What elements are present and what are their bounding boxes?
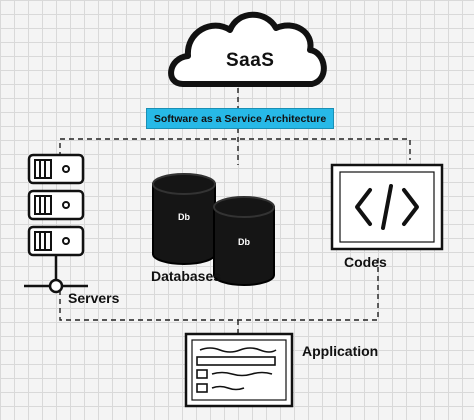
database-icon: [152, 173, 216, 265]
database-icon: [213, 196, 275, 286]
application-window-icon: [184, 332, 294, 408]
servers-label: Servers: [68, 290, 120, 306]
architecture-banner: Software as a Service Architecture: [146, 108, 334, 129]
codes-label: Codes: [344, 254, 387, 270]
database-label: Db: [238, 237, 250, 247]
cloud-label: SaaS: [226, 50, 275, 71]
code-window-icon: [330, 163, 444, 251]
database-label: Db: [178, 212, 190, 222]
cloud-icon: [168, 11, 327, 87]
server-rack-icon: [24, 153, 88, 294]
application-label: Application: [302, 343, 379, 359]
databases-label: Databases: [151, 268, 222, 284]
